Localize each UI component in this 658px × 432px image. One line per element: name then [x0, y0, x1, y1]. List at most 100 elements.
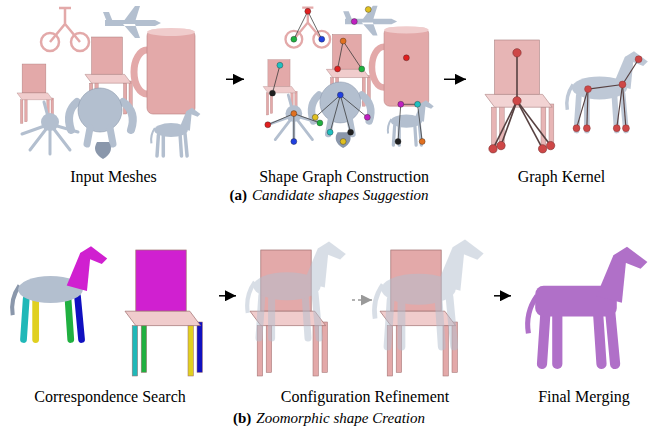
mug-rim — [147, 28, 195, 36]
graph-link — [623, 59, 639, 84]
graph-vertex — [340, 139, 346, 145]
mug-body — [147, 30, 195, 114]
subfigure-label: (b) — [233, 410, 251, 426]
chair-leg — [141, 322, 146, 372]
stage-caption: Correspondence Search — [5, 388, 215, 406]
graph-vertex — [489, 145, 497, 153]
horse-leg — [398, 302, 406, 347]
graph-vertex — [419, 139, 425, 145]
graph-link — [501, 101, 517, 146]
vase-figure — [95, 142, 111, 159]
monster-legs — [87, 128, 113, 144]
graph-vertex — [269, 90, 275, 96]
stage-panel: Final Merging — [515, 216, 653, 406]
horse-leg — [388, 300, 391, 347]
graph-link — [330, 95, 340, 132]
subfigure-caption: (a)Candidate shapes Suggestion — [0, 187, 658, 204]
graph-vertex — [623, 125, 630, 132]
horse-leg — [610, 310, 615, 364]
stage-panel: Graph Kernel — [470, 2, 653, 186]
chair-back — [92, 37, 123, 74]
flow-arrow — [494, 295, 511, 297]
horse-leg — [68, 299, 71, 340]
graph-vertex — [497, 141, 505, 149]
graph-vertex — [351, 19, 357, 25]
mug-body — [384, 28, 429, 106]
horse-leg — [157, 135, 158, 156]
graph-vertex — [513, 49, 521, 57]
stage-caption: Input Meshes — [5, 168, 222, 186]
graph-vertex — [291, 36, 297, 42]
connector-layer — [219, 79, 511, 296]
graph-vertex — [319, 36, 325, 42]
graph-link — [493, 101, 517, 149]
horse-head — [421, 100, 434, 108]
chair-leg — [25, 98, 28, 122]
graph-vertex — [403, 55, 409, 61]
graph-vertex — [348, 129, 354, 135]
horse-head — [453, 240, 484, 260]
horse-leg — [315, 293, 319, 338]
horse-head — [318, 241, 346, 259]
graph-vertex — [327, 129, 333, 135]
graph-vertex — [585, 86, 592, 93]
mesh-collection — [17, 6, 200, 159]
graph-link — [577, 89, 589, 128]
horse-leg — [450, 297, 455, 347]
horse-leg — [598, 313, 601, 364]
graph-link — [315, 95, 340, 117]
graph-link — [517, 101, 543, 149]
chair-seat — [17, 93, 53, 100]
horse-figure — [151, 108, 200, 156]
graph-vertex — [573, 125, 580, 132]
horse-leg — [552, 315, 562, 364]
graph-vertex — [513, 97, 521, 105]
tricycle-frame — [294, 8, 322, 40]
subfigure-label: Zoomorphic shape Creation — [256, 410, 425, 426]
graph-link — [294, 11, 308, 39]
graph-vertex — [415, 101, 421, 107]
graph-vertex — [312, 114, 318, 120]
chair-back — [333, 35, 362, 70]
graph-vertex — [583, 125, 590, 132]
graph-vertex — [291, 139, 297, 145]
graph-vertex — [635, 56, 642, 63]
monster-body — [78, 88, 122, 132]
graph-vertex — [335, 66, 341, 72]
graph-vertex — [619, 81, 626, 88]
chair-back — [22, 64, 46, 93]
graph-vertex — [265, 122, 271, 128]
stage-panel: Configuration Refinement — [240, 216, 490, 406]
horse-leg — [305, 296, 308, 338]
graph-vertex — [359, 66, 365, 72]
chair-figure — [125, 250, 202, 376]
horse-figure — [528, 247, 648, 364]
graph-link — [398, 104, 401, 141]
graph-link — [516, 53, 518, 101]
horse-figure — [388, 100, 434, 145]
flow-arrow — [226, 79, 244, 81]
graph-link — [418, 104, 423, 141]
chair-leg — [266, 93, 268, 115]
graph-link — [294, 114, 320, 123]
stage-panel: Input Meshes — [5, 2, 222, 186]
graph-vertex — [277, 62, 283, 68]
stage-panel: Correspondence Search — [5, 216, 215, 406]
subfigure-label: Candidate shapes Suggestion — [252, 187, 429, 203]
chair-figure — [485, 40, 555, 153]
horse-leg — [542, 313, 545, 364]
horse-leg — [32, 300, 39, 339]
graph-link — [338, 41, 344, 69]
graph-vertex — [395, 139, 401, 145]
horse-head — [613, 247, 647, 269]
illustration — [12, 6, 648, 376]
graph-vertex — [317, 120, 323, 126]
graph-link — [617, 85, 623, 129]
horse-figure — [12, 246, 107, 339]
horse-head — [186, 108, 200, 117]
chair-back — [268, 60, 290, 87]
horse-leg — [78, 296, 82, 339]
vase-figure — [336, 132, 351, 148]
